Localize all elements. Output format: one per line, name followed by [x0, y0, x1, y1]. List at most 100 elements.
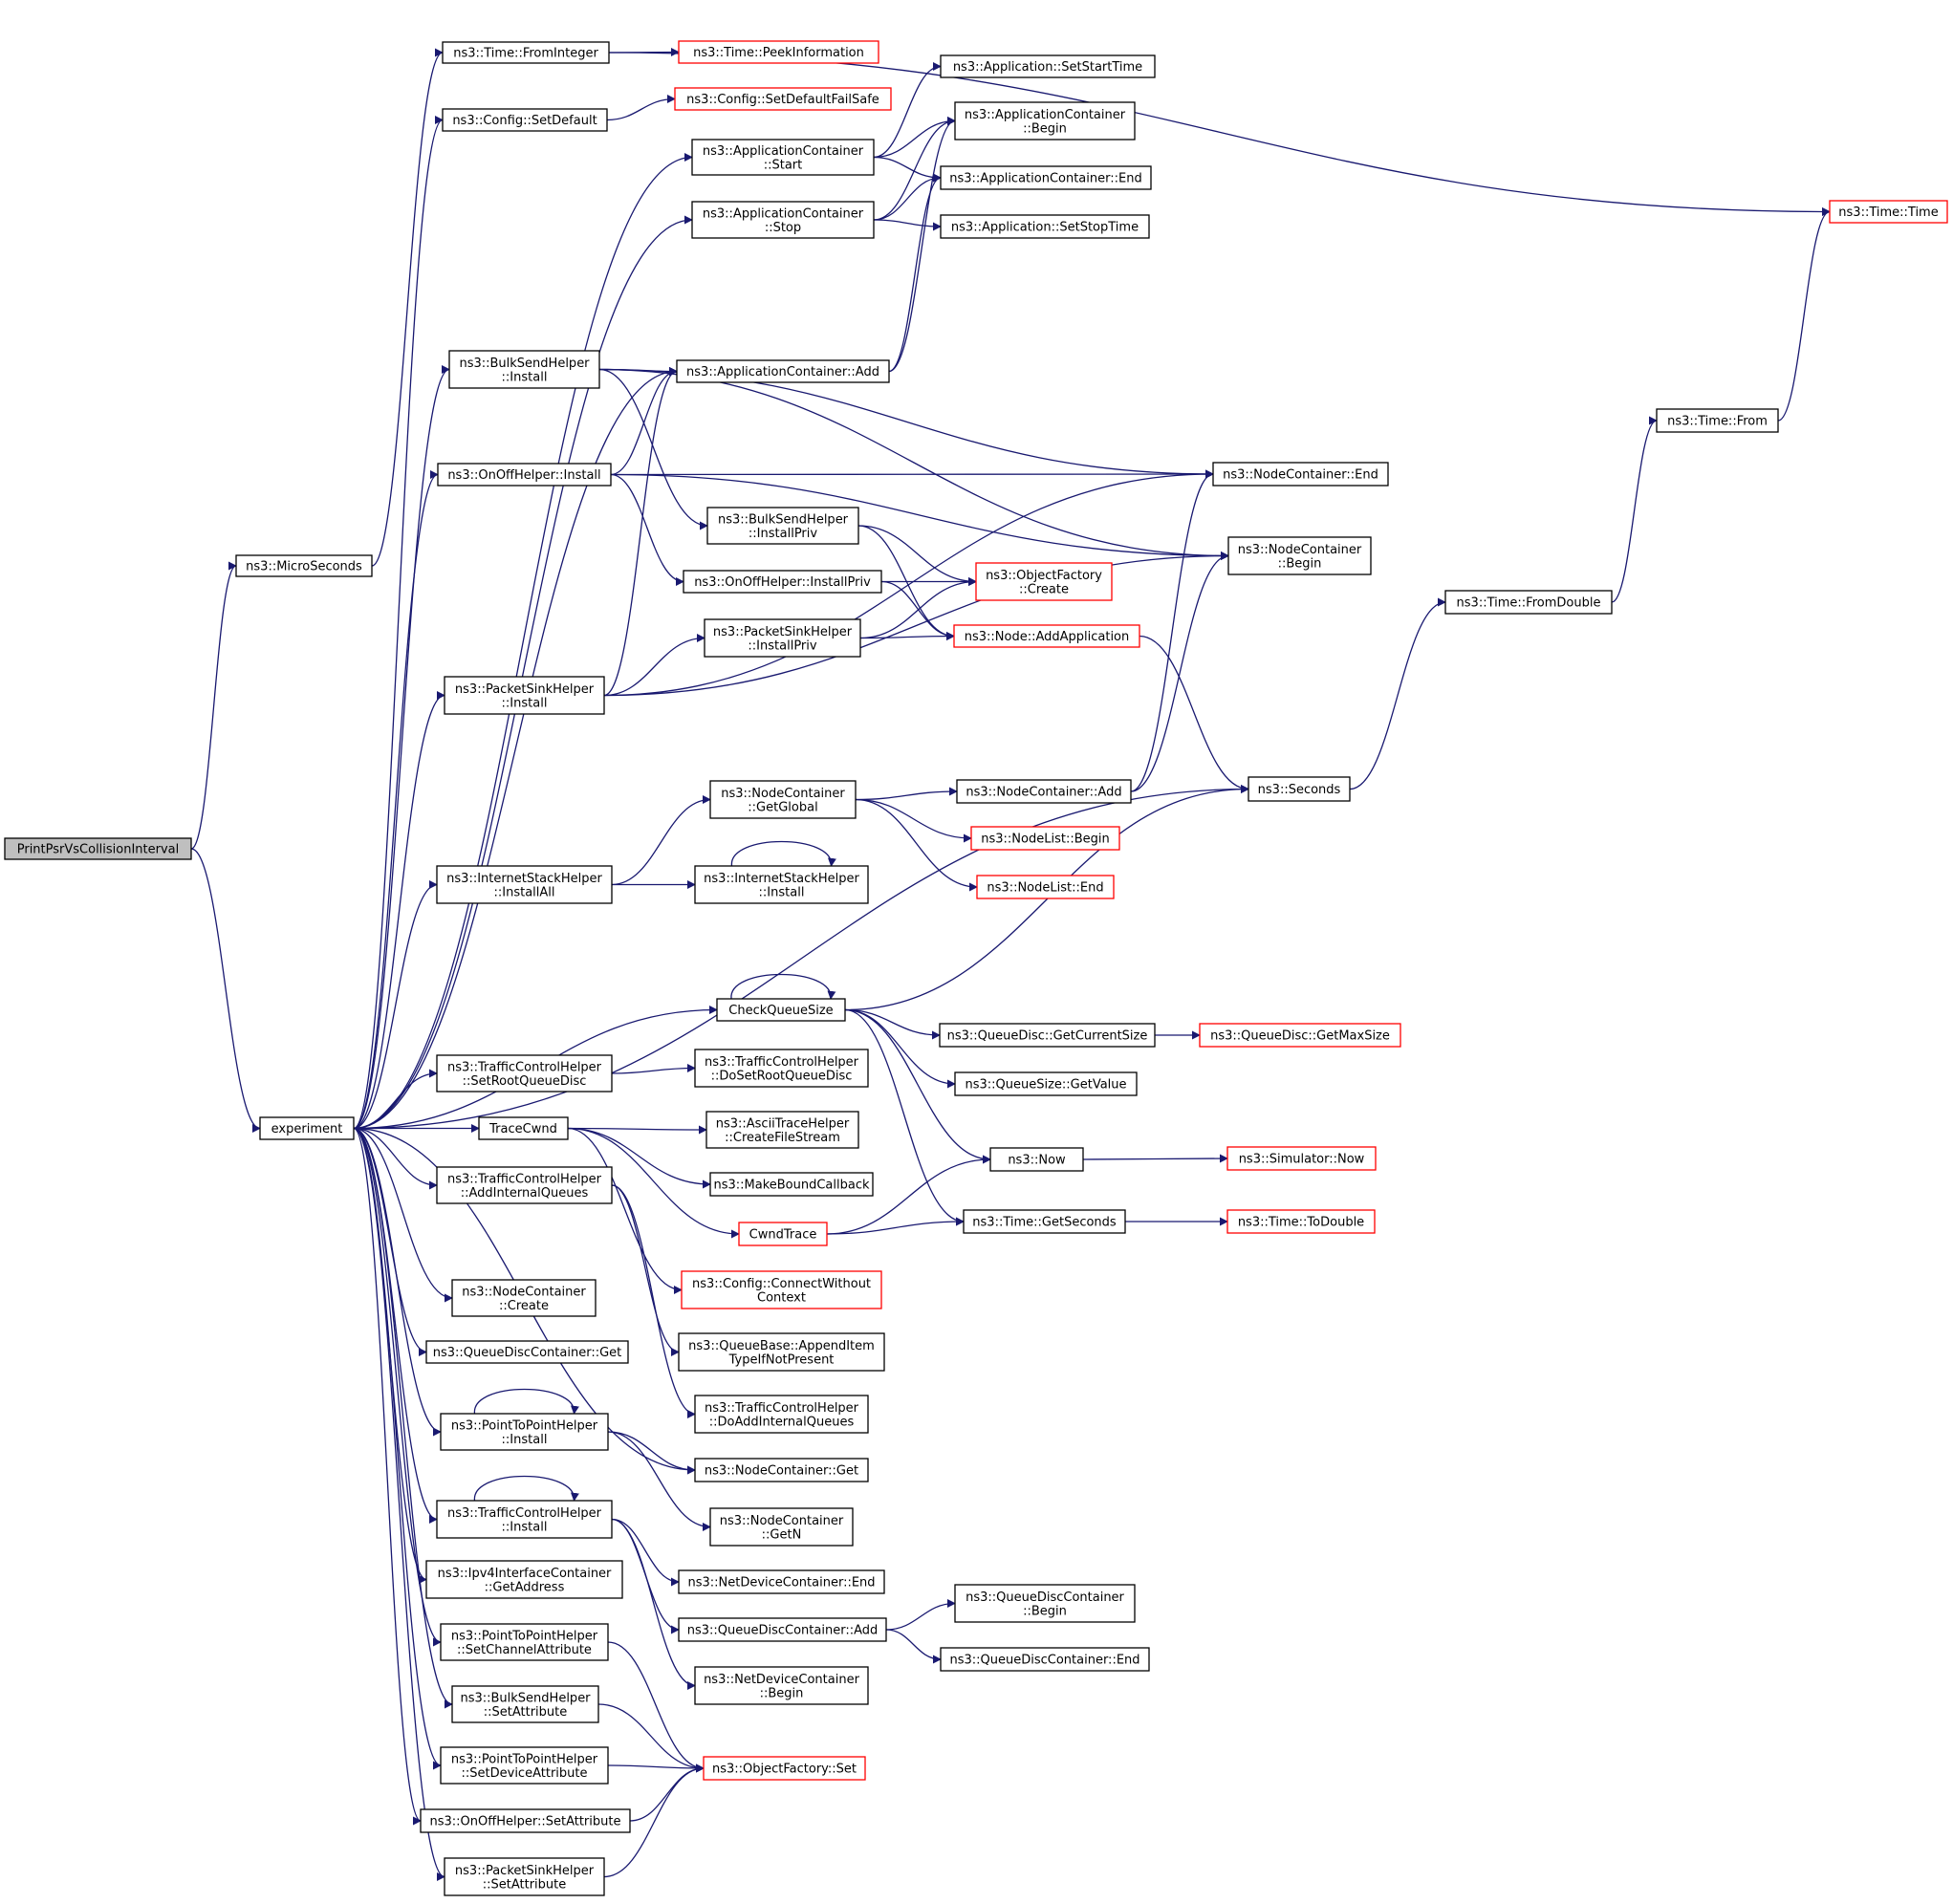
edge-onoffinstall-to-ncend — [610, 469, 1214, 479]
node-box — [691, 139, 875, 176]
node-label: ::DoAddInternalQueues — [709, 1415, 855, 1429]
node-label: ns3::Config::SetDefault — [452, 114, 597, 128]
node-now[interactable]: ns3::Now — [989, 1147, 1084, 1172]
node-makebound[interactable]: ns3::MakeBoundCallback — [709, 1172, 874, 1197]
node-qsgetvalue[interactable]: ns3::QueueSize::GetValue — [954, 1071, 1138, 1096]
node-nlend[interactable]: ns3::NodeList::End — [976, 875, 1115, 899]
node-box — [703, 1756, 866, 1781]
node-sinkinstall[interactable]: ns3::PacketSinkHelper::Install — [444, 676, 605, 715]
node-ncadd[interactable]: ns3::NodeContainer::Add — [956, 779, 1132, 804]
node-appbegin[interactable]: ns3::ApplicationContainer::Begin — [954, 101, 1136, 141]
node-fromdouble[interactable]: ns3::Time::FromDouble — [1444, 590, 1613, 615]
node-bulksetattr[interactable]: ns3::BulkSendHelper::SetAttribute — [451, 1685, 599, 1723]
node-p2pinstall[interactable]: ns3::PointToPointHelper::Install — [440, 1413, 609, 1451]
node-appenditem[interactable]: ns3::QueueBase::AppendItemTypeIfNotPrese… — [678, 1332, 885, 1372]
node-p2psetchan[interactable]: ns3::PointToPointHelper::SetChannelAttri… — [440, 1623, 609, 1661]
node-ndcend[interactable]: ns3::NetDeviceContainer::End — [678, 1569, 885, 1594]
node-tchaddint[interactable]: ns3::TrafficControlHelper::AddInternalQu… — [436, 1166, 613, 1204]
node-ncget[interactable]: ns3::NodeContainer::Get — [694, 1458, 869, 1482]
node-inetinstall[interactable]: ns3::InternetStackHelper::Install — [694, 865, 869, 904]
edge-appstop-to-setstoptime — [873, 219, 942, 231]
node-p2psetdev[interactable]: ns3::PointToPointHelper::SetDeviceAttrib… — [440, 1746, 609, 1785]
node-experiment[interactable]: experiment — [259, 1116, 355, 1140]
node-tchdoaddint[interactable]: ns3::TrafficControlHelper::DoAddInternal… — [694, 1395, 869, 1434]
node-fromint[interactable]: ns3::Time::FromInteger — [442, 41, 610, 64]
node-tchdosetroot[interactable]: ns3::TrafficControlHelper::DoSetRootQueu… — [694, 1049, 869, 1088]
node-addapp[interactable]: ns3::Node::AddApplication — [953, 624, 1140, 648]
edge-experiment-to-onoffinstall — [353, 470, 439, 1130]
node-box — [442, 108, 608, 132]
node-box — [436, 865, 613, 904]
call-edges — [190, 48, 1831, 1881]
node-cwndtrace[interactable]: CwndTrace — [738, 1222, 828, 1246]
node-ndcbegin[interactable]: ns3::NetDeviceContainer::Begin — [694, 1666, 869, 1705]
node-seconds[interactable]: ns3::Seconds — [1248, 776, 1351, 802]
node-label: ns3::BulkSendHelper — [718, 512, 849, 527]
node-qdcend[interactable]: ns3::QueueDiscContainer::End — [940, 1647, 1150, 1672]
node-ncend[interactable]: ns3::NodeContainer::End — [1212, 462, 1389, 487]
node-sinksetattr[interactable]: ns3::PacketSinkHelper::SetAttribute — [444, 1857, 605, 1896]
node-box — [1227, 536, 1372, 575]
node-appadd[interactable]: ns3::ApplicationContainer::Add — [676, 359, 890, 383]
node-tchinstall[interactable]: ns3::TrafficControlHelper::Install — [436, 1500, 613, 1539]
node-inetall[interactable]: ns3::InternetStackHelper::InstallAll — [436, 865, 613, 904]
edge-bulkinstall-to-ncbegin — [598, 368, 1229, 560]
node-onoffsetattr[interactable]: ns3::OnOffHelper::SetAttribute — [420, 1808, 631, 1833]
node-box — [440, 1746, 609, 1785]
node-box — [939, 1023, 1156, 1048]
node-checkq[interactable]: CheckQueueSize — [716, 998, 846, 1022]
node-sinkpriv[interactable]: ns3::PacketSinkHelper::InstallPriv — [704, 618, 861, 658]
node-label: ns3::PacketSinkHelper — [455, 682, 595, 697]
node-microseconds[interactable]: ns3::MicroSeconds — [235, 554, 373, 577]
node-append[interactable]: ns3::ApplicationContainer::End — [940, 165, 1152, 190]
node-ipv4getaddr[interactable]: ns3::Ipv4InterfaceContainer::GetAddress — [425, 1560, 623, 1599]
node-setstarttime[interactable]: ns3::Application::SetStartTime — [940, 54, 1156, 78]
node-label: ::SetRootQueueDisc — [463, 1074, 587, 1089]
node-ncbegin[interactable]: ns3::NodeContainer::Begin — [1227, 536, 1372, 575]
node-qdcursize[interactable]: ns3::QueueDisc::GetCurrentSize — [939, 1023, 1156, 1048]
node-bulkinstall[interactable]: ns3::BulkSendHelper::Install — [448, 350, 600, 389]
node-qdcbegin[interactable]: ns3::QueueDiscContainer::Begin — [954, 1584, 1136, 1623]
node-ncglobal[interactable]: ns3::NodeContainer::GetGlobal — [709, 780, 857, 819]
node-box — [1226, 1209, 1376, 1234]
node-label: CheckQueueSize — [728, 1004, 833, 1018]
node-tchsetroot[interactable]: ns3::TrafficControlHelper::SetRootQueueD… — [436, 1054, 613, 1093]
node-qdcget[interactable]: ns3::QueueDiscContainer::Get — [425, 1340, 629, 1364]
node-peekinfo[interactable]: ns3::Time::PeekInformation — [678, 40, 879, 64]
node-nccreate[interactable]: ns3::NodeContainer::Create — [451, 1279, 597, 1317]
edge-experiment-to-tchsetroot — [353, 1069, 438, 1130]
node-onoffpriv[interactable]: ns3::OnOffHelper::InstallPriv — [683, 570, 882, 594]
node-label: ::Create — [499, 1299, 549, 1313]
node-onoffinstall[interactable]: ns3::OnOffHelper::Install — [437, 463, 612, 487]
node-box — [691, 201, 875, 239]
node-label: ::Install — [502, 370, 548, 384]
node-bulkpriv[interactable]: ns3::BulkSendHelper::InstallPriv — [706, 507, 859, 545]
node-label: ns3::TrafficControlHelper — [447, 1172, 602, 1186]
node-appstart[interactable]: ns3::ApplicationContainer::Start — [691, 139, 875, 176]
node-appstop[interactable]: ns3::ApplicationContainer::Stop — [691, 201, 875, 239]
node-nlbegin[interactable]: ns3::NodeList::Begin — [970, 826, 1120, 851]
node-timetime[interactable]: ns3::Time::Time — [1829, 200, 1948, 224]
node-todouble[interactable]: ns3::Time::ToDouble — [1226, 1209, 1376, 1234]
node-setdefaultfs[interactable]: ns3::Config::SetDefaultFailSafe — [674, 87, 892, 111]
node-timefrom[interactable]: ns3::Time::From — [1656, 408, 1779, 433]
node-setdefault[interactable]: ns3::Config::SetDefault — [442, 108, 608, 132]
node-getseconds[interactable]: ns3::Time::GetSeconds — [963, 1209, 1126, 1234]
node-qdcadd[interactable]: ns3::QueueDiscContainer::Add — [678, 1617, 887, 1642]
node-setstoptime[interactable]: ns3::Application::SetStopTime — [940, 214, 1150, 239]
node-simnow[interactable]: ns3::Simulator::Now — [1226, 1146, 1377, 1171]
node-ncgetn[interactable]: ns3::NodeContainer::GetN — [709, 1507, 854, 1547]
node-tracecwnd[interactable]: TraceCwnd — [478, 1116, 569, 1140]
node-label: ::InstallPriv — [748, 638, 816, 653]
node-root[interactable]: PrintPsrVsCollisionInterval — [4, 837, 192, 860]
node-box — [436, 1054, 613, 1093]
node-ofset[interactable]: ns3::ObjectFactory::Set — [703, 1756, 866, 1781]
node-label: ns3::QueueDiscContainer::Add — [687, 1624, 879, 1638]
node-box — [678, 40, 879, 64]
node-asciicfs[interactable]: ns3::AsciiTraceHelper::CreateFileStream — [705, 1111, 859, 1149]
node-label: ns3::TrafficControlHelper — [447, 1060, 602, 1074]
node-ofcreate[interactable]: ns3::ObjectFactory::Create — [975, 562, 1113, 601]
node-qdmaxsize[interactable]: ns3::QueueDisc::GetMaxSize — [1199, 1023, 1401, 1048]
edge-tchinstall-to-ndcbegin — [611, 1518, 696, 1690]
